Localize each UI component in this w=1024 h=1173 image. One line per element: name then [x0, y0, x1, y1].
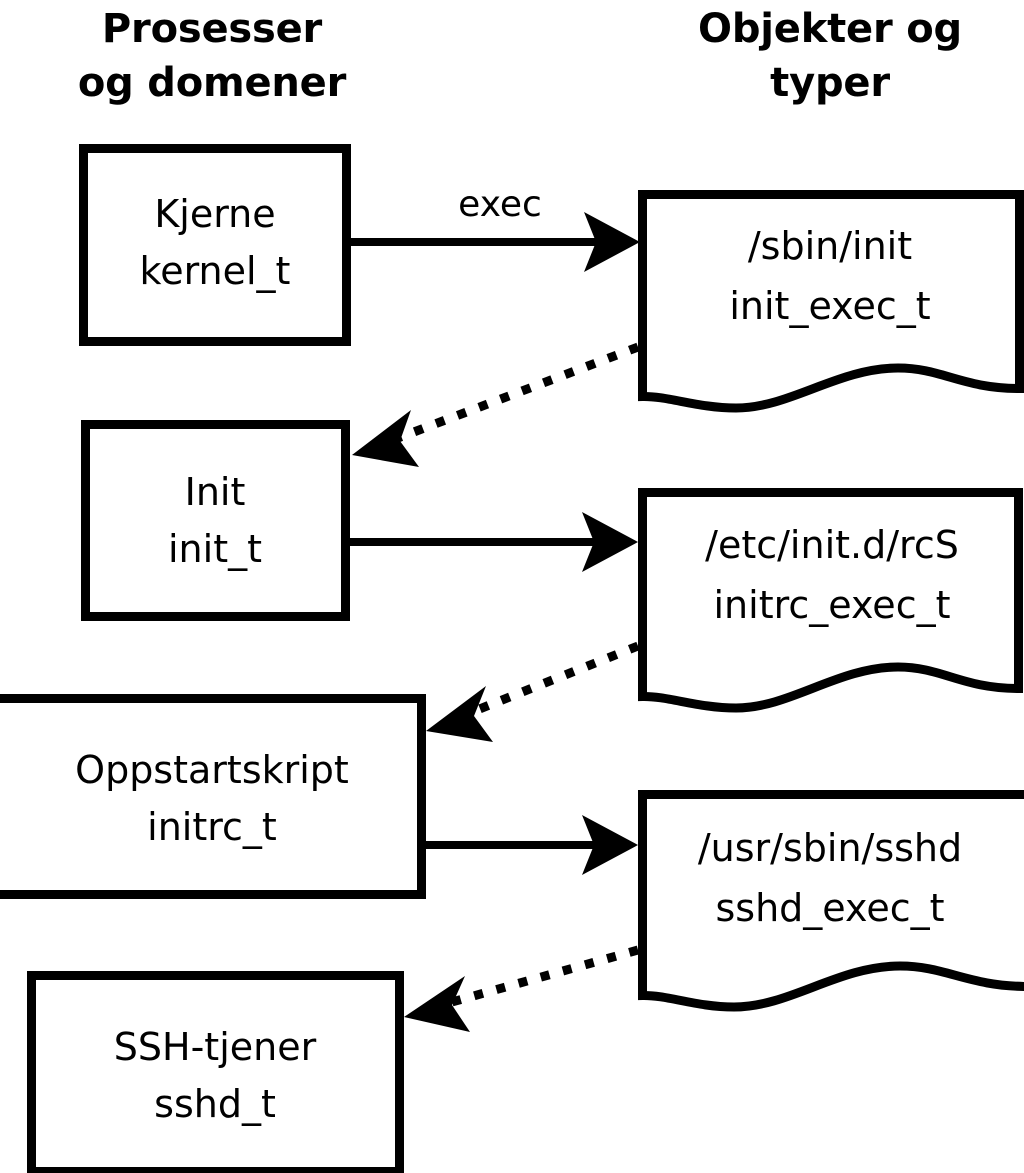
node-sshd-box[interactable] [27, 971, 404, 1173]
node-kernel-line2: kernel_t [140, 249, 291, 293]
node-initrc-line2: initrc_t [147, 805, 277, 849]
node-sshd-line1: SSH-tjener [114, 1025, 317, 1069]
arrowhead-initrc-to-sshd-exec [582, 815, 638, 875]
edge-sshd-exec-to-sshd [404, 945, 640, 1032]
node-sshd-exec[interactable]: /usr/sbin/sshd sshd_exec_t [638, 790, 1024, 1012]
node-init-exec-shape[interactable] [638, 190, 1024, 413]
node-kernel-line1: Kjerne [154, 192, 275, 236]
column-header-objects-line2: typer [770, 60, 890, 106]
node-initrc-exec-line1: /etc/init.d/rcS [705, 523, 959, 567]
node-init-line2: init_t [168, 527, 262, 571]
arrowhead-kernel-to-init-exec [584, 212, 640, 272]
column-header-objects: Objekter og typer [698, 6, 962, 106]
column-header-processes-line2: og domener [78, 60, 347, 106]
arrowhead-initrc-exec-to-initrc [426, 686, 493, 742]
column-header-processes: Prosesser og domener [78, 6, 347, 106]
node-kernel-box[interactable] [79, 144, 351, 346]
node-sshd-exec-shape[interactable] [638, 790, 1024, 1012]
node-initrc-exec[interactable]: /etc/init.d/rcS initrc_exec_t [638, 488, 1023, 713]
column-header-processes-line1: Prosesser [102, 6, 323, 52]
node-init[interactable]: Init init_t [81, 420, 350, 621]
node-initrc-exec-line2: initrc_exec_t [714, 583, 951, 627]
edge-initrc-exec-to-initrc [426, 641, 640, 742]
node-initrc-box[interactable] [0, 694, 426, 899]
edge-line-init-exec-to-init [396, 342, 640, 443]
node-init-line1: Init [185, 470, 246, 514]
node-sshd-line2: sshd_t [154, 1082, 276, 1126]
edge-init-exec-to-init [352, 342, 640, 467]
node-init-exec[interactable]: /sbin/init init_exec_t [638, 190, 1024, 413]
edge-initrc-to-sshd-exec [425, 815, 638, 875]
node-init-exec-line2: init_exec_t [729, 284, 930, 328]
node-sshd-exec-line2: sshd_exec_t [715, 886, 944, 930]
node-sshd[interactable]: SSH-tjener sshd_t [27, 971, 404, 1173]
node-kernel[interactable]: Kjerne kernel_t [79, 144, 351, 346]
column-header-objects-line1: Objekter og [698, 6, 962, 52]
arrowhead-init-to-initrc-exec [582, 512, 638, 572]
edge-init-to-initrc-exec [349, 512, 638, 572]
edge-line-sshd-exec-to-sshd [450, 945, 640, 1007]
edge-label-exec: exec [458, 184, 542, 225]
arrowhead-init-exec-to-init [352, 410, 419, 467]
node-initrc[interactable]: Oppstartskript initrc_t [0, 694, 426, 899]
edge-line-initrc-exec-to-initrc [470, 641, 640, 717]
edge-kernel-to-init-exec: exec [350, 184, 640, 272]
node-sshd-exec-line1: /usr/sbin/sshd [698, 826, 962, 870]
node-init-exec-line1: /sbin/init [748, 224, 912, 268]
node-initrc-exec-shape[interactable] [638, 488, 1023, 713]
arrowhead-sshd-exec-to-sshd [404, 976, 470, 1032]
node-initrc-line1: Oppstartskript [75, 748, 349, 792]
node-init-box[interactable] [81, 420, 350, 621]
